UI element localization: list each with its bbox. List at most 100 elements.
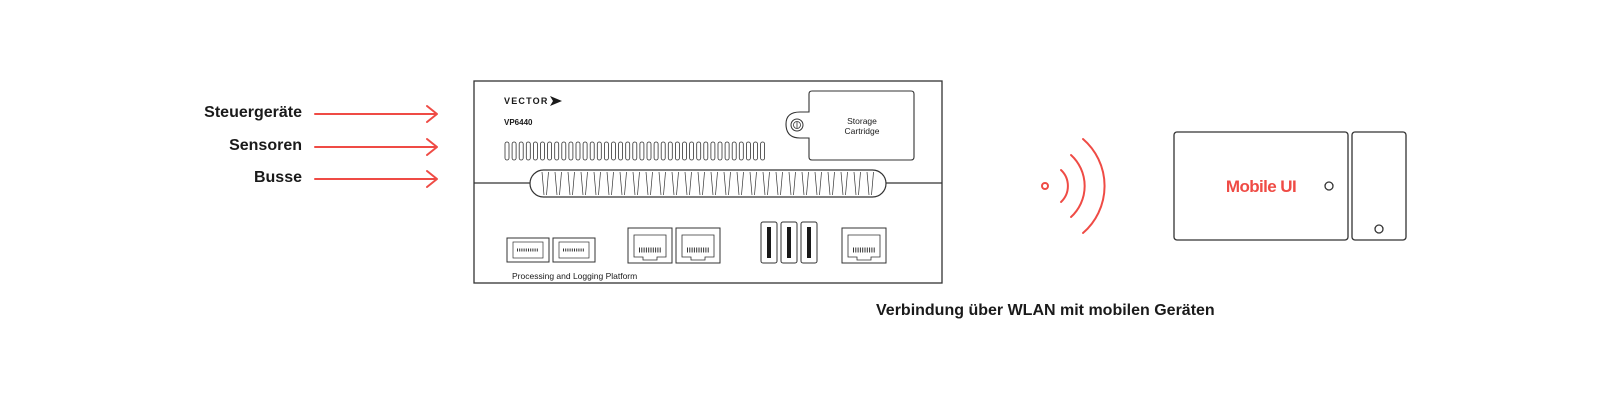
wifi-signal-icon <box>1041 138 1106 234</box>
vent-slot <box>596 141 602 161</box>
input-label-busse: Busse <box>253 169 302 186</box>
grille-line <box>611 171 614 196</box>
grille-line <box>632 171 636 196</box>
vent-slot <box>653 141 659 161</box>
grille-line <box>749 171 753 196</box>
arrow-busse <box>314 170 438 188</box>
usb-port <box>760 221 778 264</box>
vent-slot <box>724 141 730 161</box>
grille-line <box>546 171 549 196</box>
vent-slot <box>710 141 716 161</box>
vent-slot <box>753 141 758 161</box>
input-label-steuergeraete: Steuergeräte <box>204 104 302 121</box>
vent-slots <box>504 141 765 161</box>
grille-line <box>702 171 705 196</box>
brand-chevron-icon <box>550 96 562 106</box>
grille-line <box>567 171 571 196</box>
grille-line <box>801 171 805 196</box>
vent-slot <box>660 141 666 161</box>
vent-slot <box>611 141 616 161</box>
vent-slot <box>568 141 574 161</box>
grille-line <box>658 171 662 196</box>
vent-slot <box>731 141 737 161</box>
grille-line <box>736 171 740 196</box>
grille-line <box>762 171 766 196</box>
grille-line <box>580 171 584 196</box>
vent-slot <box>646 141 652 161</box>
grille-line <box>554 171 558 196</box>
grille-line <box>684 171 688 196</box>
grille-line <box>541 171 545 196</box>
grille-line <box>585 171 588 196</box>
grille-line <box>710 171 714 196</box>
tablet-device: Mobile UI <box>1173 131 1349 241</box>
grille-line <box>663 171 666 196</box>
vent-slot <box>746 141 751 161</box>
vent-slot <box>582 141 588 161</box>
vent-slot <box>760 141 765 161</box>
grille-line <box>637 171 640 196</box>
tablet-home-button <box>1324 181 1334 191</box>
usb-port <box>800 221 818 264</box>
vent-slot <box>589 141 595 161</box>
grille-line <box>858 171 861 196</box>
small-ethernet-port <box>506 237 550 263</box>
vent-slot <box>540 141 545 161</box>
storage-label-line2: Cartridge <box>845 126 880 136</box>
grille-line <box>559 171 562 196</box>
ethernet-port <box>675 227 721 264</box>
grille-line <box>676 171 679 196</box>
input-label-sensoren: Sensoren <box>229 137 302 154</box>
phone-device <box>1351 131 1407 241</box>
grille-line <box>619 171 623 196</box>
grille-line <box>840 171 844 196</box>
phone-home-button <box>1374 224 1384 234</box>
model-label: VP6440 <box>504 118 533 127</box>
grille-line <box>650 171 653 196</box>
vent-slot <box>632 141 638 161</box>
vent-slot <box>547 141 552 161</box>
vp6440-device: VECTOR VP6440 Storage Cartridge <box>473 80 943 284</box>
vent-slot <box>511 141 517 161</box>
grille-line <box>598 171 601 196</box>
grille-line <box>754 171 757 196</box>
storage-cartridge: Storage Cartridge <box>785 90 915 161</box>
vent-slot <box>667 141 673 161</box>
grille-line <box>775 171 779 196</box>
brand-logo-text: VECTOR <box>504 96 549 106</box>
vent-slot <box>625 141 631 161</box>
vent-slot <box>675 141 680 161</box>
vent-slot <box>575 141 581 161</box>
storage-label-line1: Storage <box>847 116 877 126</box>
vent-slot <box>554 141 560 161</box>
grille-line <box>624 171 627 196</box>
platform-label: Processing and Logging Platform <box>512 271 637 281</box>
vent-slot <box>518 141 524 161</box>
grille-line <box>572 171 575 196</box>
grille-line <box>780 171 783 196</box>
vent-slot <box>738 141 744 161</box>
vent-slot <box>682 141 687 161</box>
grille-line <box>741 171 744 196</box>
vent-slot <box>533 141 538 161</box>
grille-line <box>728 171 731 196</box>
ethernet-port <box>627 227 673 264</box>
vent-slot <box>639 141 645 161</box>
ethernet-port <box>841 227 887 264</box>
grille-line <box>606 171 610 196</box>
grille-line <box>827 171 831 196</box>
vent-slot <box>689 141 694 161</box>
grille-line <box>806 171 809 196</box>
grille-line <box>767 171 770 196</box>
grille-line <box>871 171 874 196</box>
grille-line <box>671 171 675 196</box>
vent-slot <box>604 141 609 161</box>
grille-line <box>697 171 701 196</box>
grille-line <box>788 171 792 196</box>
grille-line <box>593 171 597 196</box>
grille-line <box>845 171 848 196</box>
vent-slot <box>561 141 567 161</box>
vent-slot <box>696 141 702 161</box>
